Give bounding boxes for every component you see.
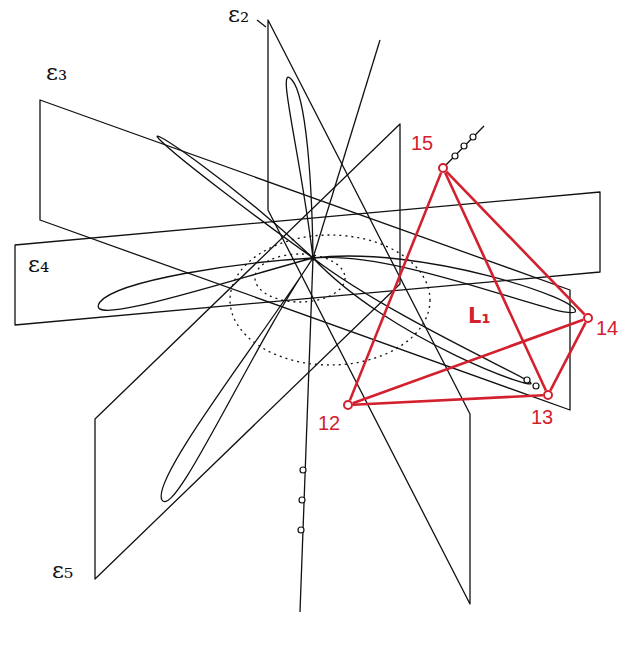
joint-node: 15 — [438, 163, 448, 173]
joint-number-wrap: 13 — [529, 406, 555, 428]
joint-node: 12 — [343, 400, 353, 410]
joint-number: 12 — [318, 412, 340, 434]
axis-line — [313, 40, 380, 258]
curve-loop — [157, 136, 313, 258]
joint-circle — [298, 527, 304, 533]
joint-circle — [452, 153, 458, 159]
joint-number-wrap: 14 — [594, 317, 620, 339]
joint-circle — [470, 134, 476, 140]
joint-circle — [533, 383, 539, 389]
curve-loop — [286, 77, 313, 258]
plane-label: ε₅ — [52, 557, 73, 583]
strut-line — [443, 126, 484, 168]
joint-number: 14 — [596, 317, 618, 339]
curve-loop — [313, 258, 531, 384]
curve-loop — [98, 258, 313, 310]
dotted-ellipse — [255, 254, 345, 302]
joint-circle — [461, 143, 467, 149]
plane-e3 — [40, 100, 570, 410]
label-wrap: ε₂ — [226, 2, 251, 27]
label-wrap: ε₅ — [50, 558, 75, 583]
axis-line — [300, 258, 313, 612]
plane-label: ε₄ — [28, 251, 49, 277]
joint-circle — [300, 467, 306, 473]
plane-e2 — [268, 20, 470, 604]
joint-node: 14 — [583, 313, 593, 323]
joint-circle — [299, 497, 305, 503]
label-wrap: L₁ — [466, 305, 493, 328]
joint-circle — [524, 377, 530, 383]
framework-bar — [446, 172, 584, 315]
center-point — [311, 256, 315, 260]
framework-bar — [550, 322, 585, 390]
joint-number: 13 — [531, 406, 553, 428]
plane-label: ε₂ — [228, 1, 249, 27]
plane-label: ε₃ — [46, 59, 67, 85]
joint-number-wrap: 12 — [316, 412, 342, 434]
joint-node: 13 — [543, 390, 553, 400]
joint-number: 15 — [411, 132, 433, 154]
link-label: L₁ — [468, 304, 491, 328]
joint-number-wrap: 15 — [409, 132, 435, 154]
framework-bar — [353, 320, 584, 404]
curve-loop — [161, 258, 313, 502]
dotted-ellipse — [230, 235, 430, 365]
framework-bar — [353, 395, 543, 405]
plane-e5 — [95, 124, 400, 579]
label-wrap: ε₄ — [26, 252, 51, 277]
framework-bar — [350, 173, 441, 401]
label-wrap: ε₃ — [44, 60, 69, 85]
plane-e4 — [15, 192, 600, 325]
framework-bar — [445, 173, 546, 391]
leader-line — [257, 20, 266, 27]
